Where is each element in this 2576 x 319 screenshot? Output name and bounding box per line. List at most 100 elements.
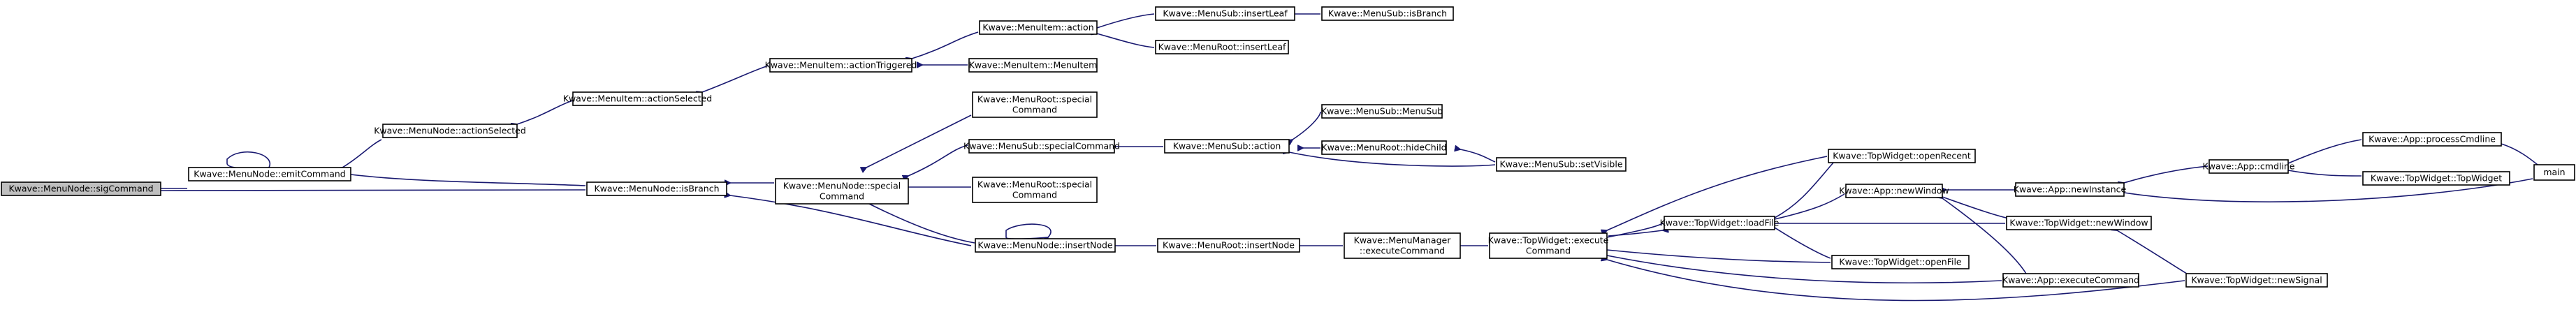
node-label: Kwave::MenuItem::action [982, 22, 1093, 33]
node-tw_openFile[interactable]: Kwave::TopWidget::openFile [1831, 255, 1970, 269]
node-box [2002, 273, 2139, 288]
edge-twNewWindow-appNewWindow [1942, 197, 2013, 220]
edge-miActionSelected-mnActionSelected [517, 100, 574, 124]
edge-setVisible-msAction [1289, 152, 1496, 167]
node-box [1828, 149, 1976, 163]
node-mi_ctor[interactable]: Kwave::MenuItem::MenuItem [968, 58, 1098, 73]
node-box [972, 177, 1098, 203]
node-label: Command [1012, 190, 1057, 200]
edge-mrSpecialTop-mnSpecial [866, 114, 972, 168]
edge-isBranch-sigCommand [161, 190, 586, 191]
node-tw_execute[interactable]: Kwave::TopWidget::executeCommand [1488, 232, 1609, 259]
edge-setVisible-hideChild [1460, 149, 1496, 163]
node-box [2015, 182, 2125, 197]
node-box [572, 91, 703, 106]
node-mn_actionSelected[interactable]: Kwave::MenuNode::actionSelected [374, 124, 526, 138]
node-label: Kwave::MenuSub::insertLeaf [1163, 8, 1288, 19]
node-tw_loadFile[interactable]: Kwave::TopWidget::loadFile [1660, 216, 1780, 230]
node-mr_insertLeaf[interactable]: Kwave::MenuRoot::insertLeaf [1155, 40, 1289, 54]
node-box [2362, 171, 2510, 186]
edge-newSignal-twNewWindow [2117, 230, 2188, 274]
node-mr_insertNode[interactable]: Kwave::MenuRoot::insertNode [1157, 238, 1300, 253]
node-label: Kwave::MenuSub::action [1173, 141, 1281, 151]
node-label: Kwave::MenuItem::actionTriggered [765, 60, 917, 71]
edge-openFile-twExecute [1607, 250, 1831, 263]
node-box [1845, 184, 1943, 198]
node-box [2533, 164, 2575, 181]
edge-openRecent-twExecute [1607, 156, 1828, 230]
node-ms_action[interactable]: Kwave::MenuSub::action [1164, 139, 1290, 154]
node-box [1489, 232, 1608, 259]
node-mi_actionSelected[interactable]: Kwave::MenuItem::actionSelected [563, 91, 712, 106]
node-label: Kwave::TopWidget::openRecent [1833, 151, 1971, 161]
edge-main-processCmdline [2501, 144, 2538, 165]
node-label: Kwave::MenuNode::sigCommand [8, 184, 153, 194]
node-app_execute[interactable]: Kwave::App::executeCommand [2002, 273, 2139, 288]
node-isBranch[interactable]: Kwave::MenuNode::isBranch [586, 181, 727, 196]
node-label: Kwave::TopWidget::openFile [1839, 257, 1962, 267]
edge-openRecent-loadFile [1775, 161, 1835, 218]
node-label: Command [1012, 105, 1057, 115]
node-box [1496, 157, 1627, 172]
node-box [586, 181, 727, 196]
node-label: Kwave::MenuSub::isBranch [1328, 8, 1447, 19]
node-ms_insertLeaf[interactable]: Kwave::MenuSub::insertLeaf [1155, 6, 1295, 21]
node-label: Kwave::MenuItem::actionSelected [563, 94, 712, 104]
node-emitCommand[interactable]: Kwave::MenuNode::emitCommand [188, 167, 351, 181]
edge-insertLeaf-miAction [1097, 13, 1155, 28]
node-box [979, 20, 1098, 35]
edge-mnInsertNode-self [1005, 223, 1051, 239]
node-box [1344, 232, 1461, 259]
node-label: Kwave::TopWidget::loadFile [1660, 218, 1780, 228]
node-sigCommand[interactable]: Kwave::MenuNode::sigCommand [1, 181, 161, 196]
node-tw_ctor[interactable]: Kwave::TopWidget::TopWidget [2362, 171, 2510, 186]
node-label: Kwave::TopWidget::newWindow [2009, 218, 2148, 228]
node-label: Kwave::App::newInstance [2014, 184, 2127, 195]
node-label: Command [1526, 246, 1571, 256]
node-mn_special[interactable]: Kwave::MenuNode::specialCommand [775, 178, 909, 205]
node-box [2208, 159, 2289, 174]
edge-appExecute-twExecute [1607, 255, 2002, 284]
node-app_newInstance[interactable]: Kwave::App::newInstance [2014, 182, 2127, 197]
nodes: Kwave::MenuNode::sigCommandKwave::MenuNo… [1, 6, 2575, 288]
node-ms_isBranch[interactable]: Kwave::MenuSub::isBranch [1321, 6, 1454, 21]
edge-actionTriggered-miActionSelected [702, 65, 769, 92]
node-hideChild[interactable]: Kwave::MenuRoot::hideChild [1321, 140, 1447, 155]
node-mn_insertNode[interactable]: Kwave::MenuNode::insertNode [975, 238, 1116, 253]
node-label: Kwave::MenuSub::specialCommand [963, 141, 1120, 151]
node-label: Kwave::MenuNode::emitCommand [194, 169, 345, 179]
node-tw_newSignal[interactable]: Kwave::TopWidget::newSignal [2185, 273, 2328, 288]
node-box [1321, 6, 1454, 21]
edge-actionSelected-emitCommand [342, 139, 382, 168]
edge-cmdline-newInstance [2124, 165, 2208, 183]
node-mr_special_bot[interactable]: Kwave::MenuRoot::specialCommand [972, 177, 1098, 203]
node-label: Kwave::App::cmdline [2203, 161, 2295, 172]
node-mi_action[interactable]: Kwave::MenuItem::action [979, 20, 1098, 35]
node-box [775, 178, 909, 205]
node-app_processCmdline[interactable]: Kwave::App::processCmdline [2362, 132, 2502, 147]
node-box [1664, 216, 1775, 230]
node-box [1, 181, 161, 196]
node-main[interactable]: main [2533, 164, 2575, 181]
node-setVisible[interactable]: Kwave::MenuSub::setVisible [1496, 157, 1627, 172]
node-ms_special[interactable]: Kwave::MenuSub::specialCommand [963, 139, 1120, 154]
node-executeCommand_mm[interactable]: Kwave::MenuManager::executeCommand [1344, 232, 1461, 259]
edge-isBranch-emitCommand [351, 175, 586, 186]
node-mr_special_top[interactable]: Kwave::MenuRoot::specialCommand [972, 91, 1098, 118]
node-label: Kwave::MenuRoot::special [977, 179, 1092, 190]
node-tw_newWindow[interactable]: Kwave::TopWidget::newWindow [2006, 216, 2152, 230]
edge-mnInsertNode-isBranch [730, 195, 972, 246]
node-app_cmdline[interactable]: Kwave::App::cmdline [2203, 159, 2295, 174]
node-app_newWindow[interactable]: Kwave::App::newWindow [1839, 184, 1949, 198]
node-label: Kwave::MenuItem::MenuItem [969, 60, 1098, 71]
node-actionTriggered[interactable]: Kwave::MenuItem::actionTriggered [765, 58, 917, 73]
edge-emitCommand-self [226, 151, 271, 168]
node-ms_ctor[interactable]: Kwave::MenuSub::MenuSub [1321, 104, 1443, 119]
edge-appExecute-appNewWindow [1942, 198, 2027, 274]
node-tw_openRecent[interactable]: Kwave::TopWidget::openRecent [1828, 149, 1976, 163]
edge-openFile-loadFile [1775, 228, 1831, 259]
edge-msSpecial-mnSpecial [908, 144, 968, 176]
node-box [1155, 6, 1295, 21]
node-box [968, 58, 1098, 73]
edge-processCmdline-cmdline [2288, 139, 2362, 163]
